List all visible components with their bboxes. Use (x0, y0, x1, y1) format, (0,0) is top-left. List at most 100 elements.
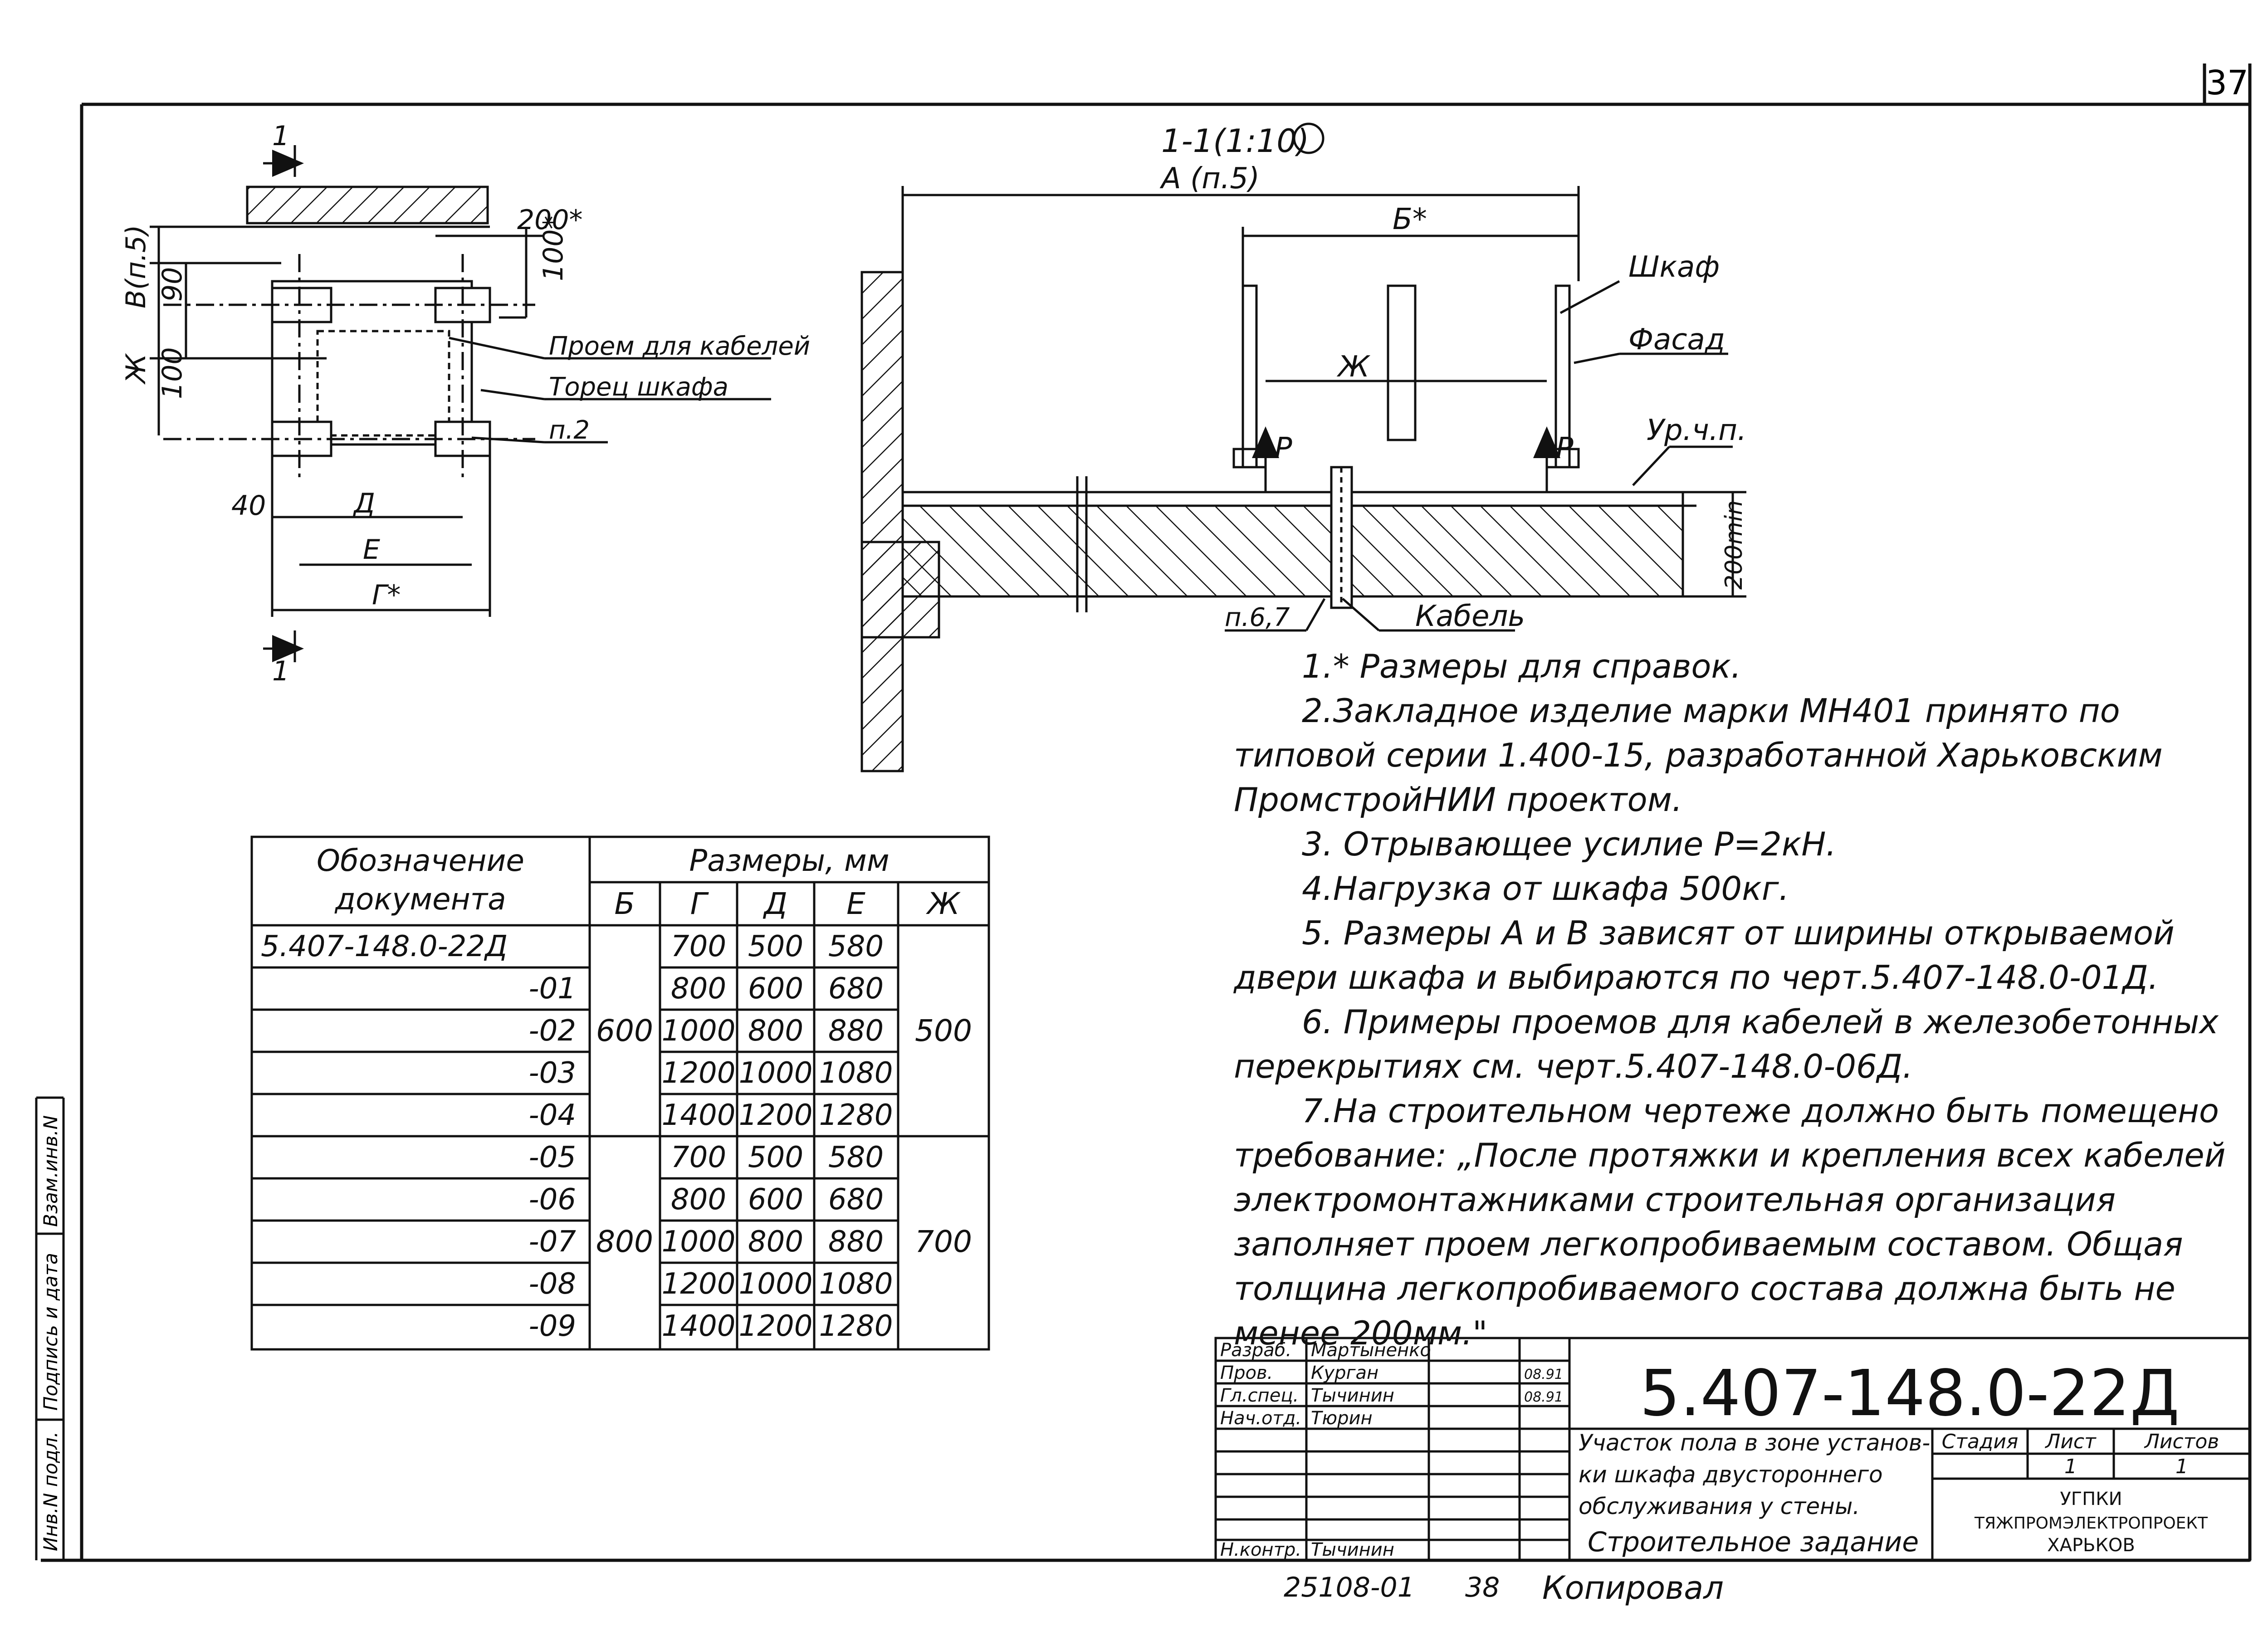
tb-org-3: ХАРЬКОВ (2047, 1535, 2135, 1556)
table-cell-g-2: 1000 (662, 1014, 736, 1048)
footer-num: 25108-01 (1284, 1572, 1415, 1603)
stamp-signature-date: Подпись и дата (39, 1253, 62, 1411)
side-stamp (35, 1096, 65, 1560)
table-col-g: Г (690, 886, 709, 921)
table-cell-g-7: 1000 (662, 1225, 736, 1259)
note-4: 4.Нагрузка от шкафа 500кг. (1302, 869, 1789, 908)
plan-dim-e: Е (363, 534, 380, 566)
tb-col-sheets: Листов (2144, 1430, 2219, 1453)
tb-description-3: обслуживания у стены. (1579, 1493, 1860, 1519)
table-cell-e-4: 1280 (819, 1099, 893, 1132)
table-header-sizes: Размеры, мм (689, 843, 889, 878)
section-cable-label: Кабель (1415, 600, 1525, 633)
plan-dim-100b: 100 (156, 347, 188, 399)
table-cell-g-9: 1400 (662, 1309, 736, 1343)
footer-page: 38 (1465, 1572, 1500, 1603)
section-force-p1: Р (1275, 432, 1292, 465)
stamp-replace-inv: Взам.инв.N (39, 1115, 62, 1227)
table-cell-e-8: 1080 (819, 1267, 893, 1301)
table-cell-g-4: 1400 (662, 1099, 736, 1132)
section-item-67: п.6,7 (1225, 603, 1290, 632)
table-cell-doc-8: -08 (528, 1267, 576, 1301)
table-group-b-600: 600 (596, 1013, 653, 1048)
table-header-doc-1: Обозначение (317, 843, 524, 878)
tb-signer-role-0: Разраб. (1220, 1340, 1291, 1361)
plan-dim-v: В(п.5) (120, 225, 152, 308)
table-cell-e-0: 580 (828, 930, 884, 963)
table-group-b-800: 800 (596, 1224, 653, 1259)
tb-signer-role-1: Пров. (1220, 1363, 1273, 1383)
title-block (1214, 1337, 2251, 1562)
table-header-doc-2: документа (334, 882, 506, 917)
tb-signer-role-4: Н.контр. (1220, 1539, 1301, 1560)
table-cell-doc-1: -01 (528, 972, 576, 1006)
note-6: 6. Примеры проемов для кабелей в железоб… (1234, 1003, 2219, 1085)
table-cell-d-6: 600 (748, 1183, 803, 1216)
table-cell-doc-5: -05 (528, 1141, 576, 1174)
plan-dim-200: 200* (517, 204, 583, 236)
section-dim-a: А (п.5) (1159, 162, 1260, 195)
table-cell-d-3: 1000 (739, 1056, 813, 1090)
section-facade-label: Фасад (1628, 323, 1725, 357)
table-cell-d-9: 1200 (739, 1309, 813, 1343)
size-table (250, 835, 990, 1351)
tb-org-1: УГПКИ (2060, 1489, 2122, 1509)
table-cell-d-1: 600 (748, 972, 803, 1006)
plan-dim-d: Д (352, 488, 375, 519)
notes-block: 1.* Размеры для справок. 2.Закладное изд… (1234, 644, 2232, 1355)
plan-dim-zh: Ж (120, 353, 152, 385)
plan-dim-100: 100* (538, 215, 569, 281)
table-group-zh-700: 700 (915, 1224, 972, 1259)
table-cell-doc-2: -02 (528, 1014, 576, 1048)
note-7: 7.На строительном чертеже должно быть по… (1234, 1092, 2226, 1352)
table-cell-d-4: 1200 (739, 1099, 813, 1132)
footer: 25108-01 38 Копировал (1284, 1569, 1724, 1607)
tb-col-sheet: Лист (2044, 1430, 2097, 1453)
table-cell-e-2: 880 (828, 1014, 884, 1048)
table-col-b: Б (614, 886, 635, 921)
plan-labels: 1 1 200* 100* В(п.5) 90 Ж 100 40 Д Е Г* … (120, 120, 810, 687)
note-5: 5. Размеры А и В зависят от ширины откры… (1234, 914, 2175, 996)
plan-section-mark-bottom: 1 (272, 655, 289, 687)
section-labels: 1-1(1:10) А (п.5) Б* Ж Р Р Шкаф Фасад Ур… (1159, 122, 1748, 633)
tb-description-2: ки шкафа двустороннего (1579, 1461, 1883, 1488)
section-view (860, 122, 1746, 772)
plan-leader-opening: Проем для кабелей (549, 332, 810, 361)
table-col-zh: Ж (925, 886, 961, 921)
note-1: 1.* Размеры для справок. (1302, 647, 1741, 685)
tb-signer-role-2: Гл.спец. (1220, 1385, 1299, 1406)
tb-signer-name-4: Тычинин (1311, 1539, 1394, 1560)
table-cell-doc-7: -07 (528, 1225, 576, 1259)
tb-signer-name-0: Мартыненко (1311, 1340, 1431, 1361)
table-cell-e-3: 1080 (819, 1056, 893, 1090)
section-dim-b: Б* (1393, 203, 1427, 236)
tb-sheets-val: 1 (2175, 1455, 2188, 1478)
section-cabinet-label: Шкаф (1628, 250, 1720, 284)
table-cell-g-3: 1200 (662, 1056, 736, 1090)
footer-copied: Копировал (1542, 1569, 1724, 1607)
section-title: 1-1(1:10) (1161, 122, 1309, 160)
tb-signer-date-1: 08.91 (1524, 1367, 1563, 1382)
stamp-inv-podl: Инв.N подл. (39, 1431, 62, 1551)
section-dim-200min: 200min (1721, 500, 1748, 590)
table-cell-doc-9: -09 (528, 1309, 576, 1343)
table-cell-e-7: 880 (828, 1225, 884, 1259)
table-col-e: Е (846, 886, 865, 921)
tb-signer-date-2: 08.91 (1524, 1389, 1563, 1405)
tb-signer-name-1: Курган (1311, 1363, 1378, 1383)
section-dim-zh: Ж (1336, 350, 1371, 384)
plan-dim-90: 90 (156, 267, 188, 302)
plan-leader-item: п.2 (549, 415, 590, 445)
section-force-p2: Р (1556, 432, 1574, 465)
table-cell-d-5: 500 (748, 1141, 803, 1174)
table-cell-doc-4: -04 (528, 1099, 576, 1132)
tb-doc-type: Строительное задание (1588, 1526, 1919, 1558)
plan-dim-g: Г* (372, 579, 401, 611)
tb-sheet-val: 1 (2064, 1455, 2077, 1478)
table-cell-e-6: 680 (828, 1183, 884, 1216)
plan-dim-40: 40 (231, 490, 266, 522)
table-cell-doc-0: 5.407-148.0-22Д (261, 930, 508, 963)
